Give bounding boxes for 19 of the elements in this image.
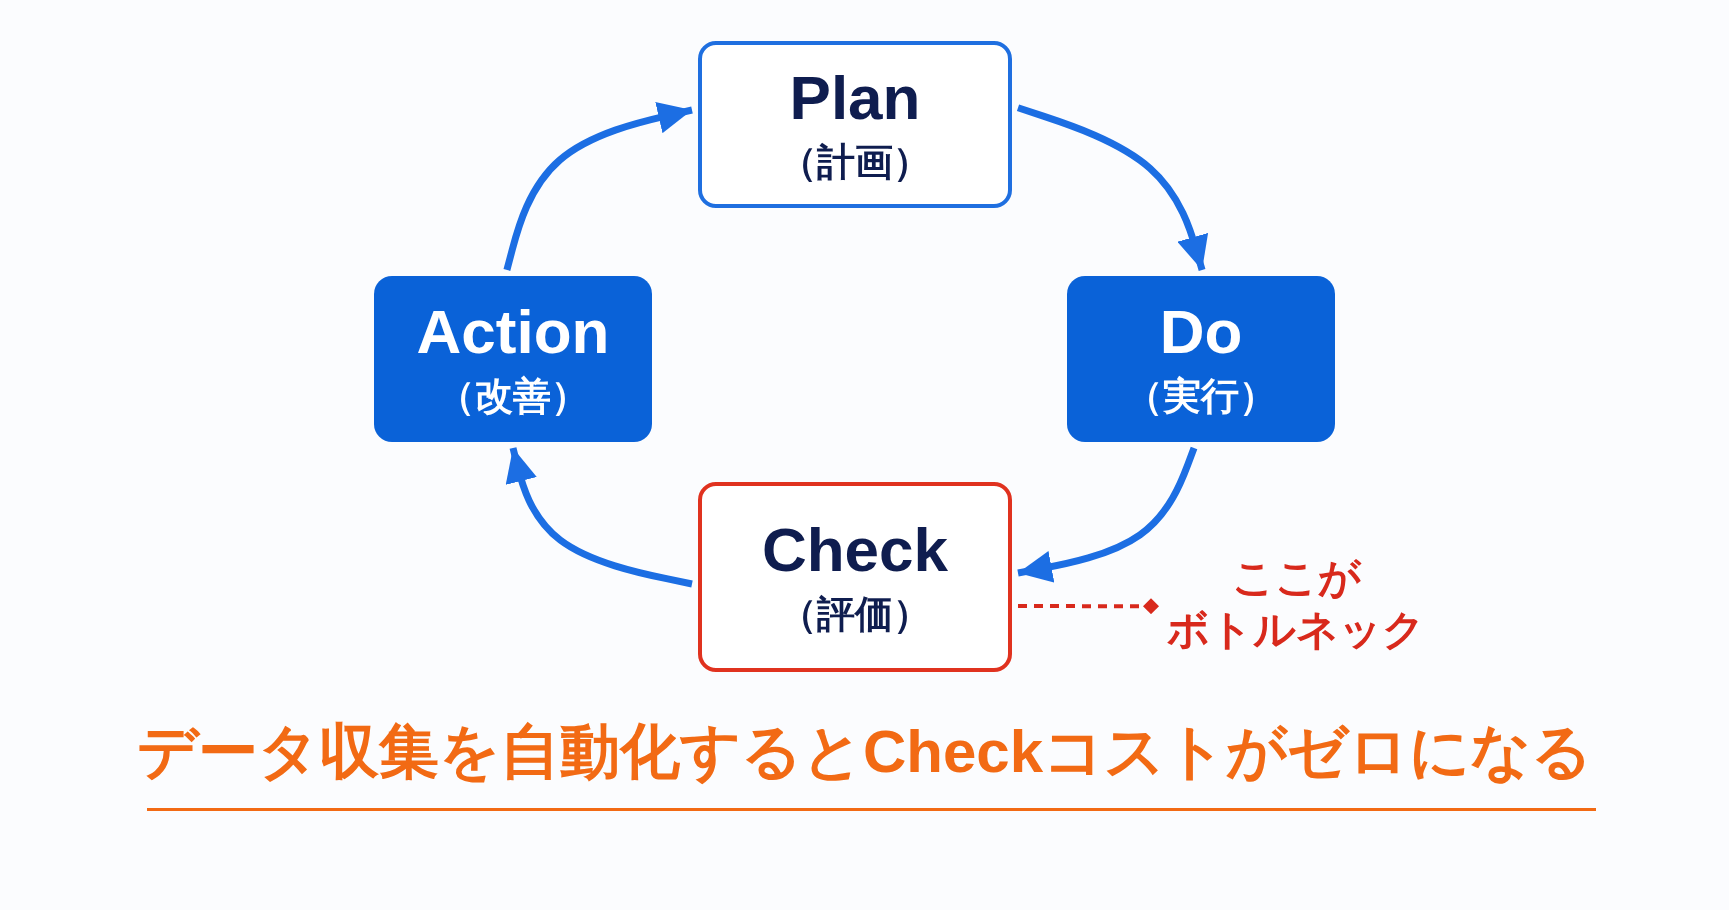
step-box bbox=[1067, 276, 1335, 442]
step-subtitle: （評価） bbox=[779, 592, 931, 638]
step-subtitle: （改善） bbox=[437, 374, 589, 420]
curved-arrow bbox=[505, 447, 693, 588]
annotation-text: ここがボトルネック bbox=[1165, 549, 1427, 659]
curved-arrow bbox=[1016, 104, 1209, 271]
highlighted-step-box bbox=[698, 482, 1012, 672]
step-subtitle: （計画） bbox=[779, 139, 931, 185]
dotted-connector bbox=[1018, 598, 1159, 615]
step-box bbox=[698, 41, 1012, 208]
curved-arrow bbox=[503, 102, 693, 271]
step-subtitle: （実行） bbox=[1125, 374, 1277, 420]
step-title: Action bbox=[416, 298, 610, 367]
curved-arrow bbox=[1017, 446, 1198, 583]
step-title: Plan bbox=[789, 63, 921, 132]
step-title: Do bbox=[1159, 298, 1243, 367]
caption-text: データ収集を自動化するとCheckコストがゼロになる bbox=[135, 717, 1594, 787]
step-box bbox=[374, 276, 652, 442]
step-title: Check bbox=[761, 516, 949, 585]
